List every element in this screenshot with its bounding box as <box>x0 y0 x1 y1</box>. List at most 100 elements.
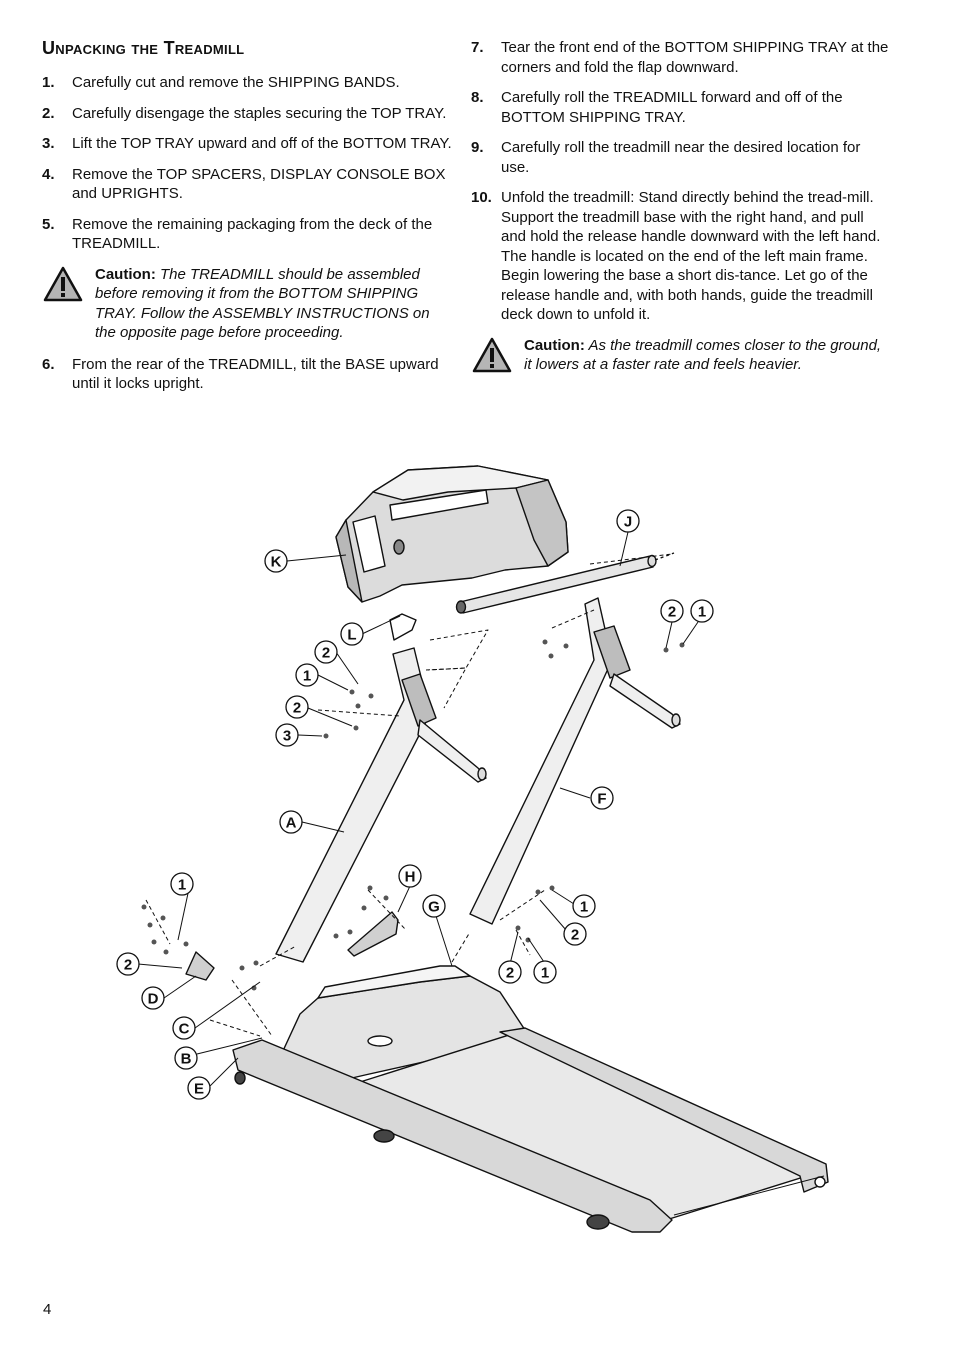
callout-b: B <box>174 1046 198 1070</box>
callout-h: H <box>398 864 422 888</box>
callout-1: 1 <box>572 894 596 918</box>
callout-1: 1 <box>690 599 714 623</box>
step-number: 5. <box>42 215 55 233</box>
callout-1: 1 <box>170 872 194 896</box>
step-item: 1. Carefully cut and remove the SHIPPING … <box>42 73 452 93</box>
svg-text:1: 1 <box>541 965 549 982</box>
steps-list-left-2: 6. From the rear of the TREADMILL, tilt t… <box>42 355 452 394</box>
step-number: 8. <box>471 89 484 106</box>
step-text: Carefully cut and remove the SHIPPING BA… <box>72 74 400 91</box>
svg-text:1: 1 <box>698 604 706 621</box>
left-column: Unpacking the Treadmill 1. Carefully cut … <box>42 38 452 405</box>
step-item: 10. Unfold the treadmill: Stand directly … <box>471 188 891 325</box>
step-number: 2. <box>42 104 55 122</box>
step-item: 3. Lift the TOP TRAY upward and off of th… <box>42 134 452 154</box>
svg-text:1: 1 <box>580 899 588 916</box>
svg-text:3: 3 <box>283 728 291 745</box>
svg-text:K: K <box>271 554 282 571</box>
callout-e: E <box>187 1076 211 1100</box>
callout-1: 1 <box>533 960 557 984</box>
step-text: Carefully roll the TREADMILL forward and… <box>501 89 843 126</box>
step-item: 2. Carefully disengage the staples securi… <box>42 104 452 124</box>
step-item: 9. Carefully roll the treadmill near the … <box>471 138 891 177</box>
callout-d: D <box>141 986 165 1010</box>
step-text: Carefully disengage the staples securing… <box>72 104 447 122</box>
step-item: 8. Carefully roll the TREADMILL forward a… <box>471 88 891 127</box>
caution-text: As the treadmill comes closer to the gro… <box>524 336 882 374</box>
step-text: Lift the TOP TRAY upward and off of the … <box>72 135 452 152</box>
caution-note-assembly: Caution: The TREADMILL should be assembl… <box>42 265 452 343</box>
assembly-guide-lines <box>145 553 673 1037</box>
crossbar-tube <box>455 552 675 614</box>
callout-g: G <box>422 894 446 918</box>
svg-text:H: H <box>405 869 416 886</box>
callout-2: 2 <box>660 599 684 623</box>
display-console <box>335 465 569 603</box>
callout-3: 3 <box>275 723 299 747</box>
bracket-d <box>185 951 215 981</box>
svg-text:2: 2 <box>124 957 132 974</box>
step-number: 3. <box>42 135 55 152</box>
callout-k: K <box>264 549 288 573</box>
section-title: Unpacking the Treadmill <box>42 38 245 58</box>
svg-text:D: D <box>148 991 159 1008</box>
svg-text:2: 2 <box>322 645 330 662</box>
callout-f: F <box>590 786 614 810</box>
svg-text:J: J <box>624 514 632 531</box>
left-upright <box>275 613 487 963</box>
treadmill-deck <box>232 1027 829 1233</box>
svg-text:G: G <box>428 899 440 916</box>
callout-1: 1 <box>295 663 319 687</box>
caution-note-lowering: Caution: As the treadmill comes closer t… <box>471 336 891 396</box>
callout-2: 2 <box>563 922 587 946</box>
fastener-hardware <box>141 639 685 991</box>
step-text: Unfold the treadmill: Stand directly beh… <box>501 189 881 323</box>
step-text: Carefully roll the treadmill near the de… <box>501 139 861 176</box>
svg-text:F: F <box>597 791 606 808</box>
warning-triangle-icon <box>472 337 512 372</box>
step-item: 7. Tear the front end of the BOTTOM SHIPP… <box>471 38 891 77</box>
svg-text:2: 2 <box>668 604 676 621</box>
steps-list-left: 1. Carefully cut and remove the SHIPPING … <box>42 73 452 254</box>
step-number: 4. <box>42 165 55 183</box>
step-item: 4. Remove the TOP SPACERS, DISPLAY CONSOL… <box>42 165 452 204</box>
step-item: 5. Remove the remaining packaging from th… <box>42 215 452 254</box>
svg-text:2: 2 <box>571 927 579 944</box>
svg-text:2: 2 <box>293 700 301 717</box>
steps-list-right: 7. Tear the front end of the BOTTOM SHIPP… <box>471 38 891 325</box>
step-text: Remove the TOP SPACERS, DISPLAY CONSOLE … <box>72 165 446 203</box>
right-upright <box>469 597 681 925</box>
callout-2: 2 <box>314 640 338 664</box>
step-number: 1. <box>42 74 55 91</box>
svg-text:2: 2 <box>506 965 514 982</box>
step-number: 9. <box>471 139 484 156</box>
callout-a: A <box>279 810 303 834</box>
svg-text:A: A <box>286 815 297 832</box>
callout-l: L <box>340 622 364 646</box>
right-column: 7. Tear the front end of the BOTTOM SHIPP… <box>471 38 891 408</box>
step-item: 6. From the rear of the TREADMILL, tilt t… <box>42 355 452 394</box>
step-number: 10. <box>471 189 492 206</box>
callout-c: C <box>172 1016 196 1040</box>
step-text: From the rear of the TREADMILL, tilt the… <box>72 355 439 393</box>
callout-j: J <box>616 509 640 533</box>
svg-text:C: C <box>179 1021 190 1038</box>
step-text: Remove the remaining packaging from the … <box>72 215 433 253</box>
page-number: 4 <box>43 1301 52 1318</box>
callout-2: 2 <box>498 960 522 984</box>
step-number: 6. <box>42 355 55 373</box>
step-number: 7. <box>471 39 484 56</box>
step-text: Tear the front end of the BOTTOM SHIPPIN… <box>501 39 889 76</box>
svg-text:B: B <box>181 1051 192 1068</box>
caution-label: Caution: <box>524 336 585 354</box>
callout-2: 2 <box>285 695 309 719</box>
callout-2: 2 <box>116 952 140 976</box>
svg-text:1: 1 <box>303 668 311 685</box>
bracket-h <box>347 911 399 957</box>
svg-text:L: L <box>347 627 356 644</box>
caution-label: Caution: <box>95 265 156 283</box>
svg-text:1: 1 <box>178 877 186 894</box>
warning-triangle-icon <box>43 266 83 301</box>
svg-text:E: E <box>194 1081 204 1098</box>
